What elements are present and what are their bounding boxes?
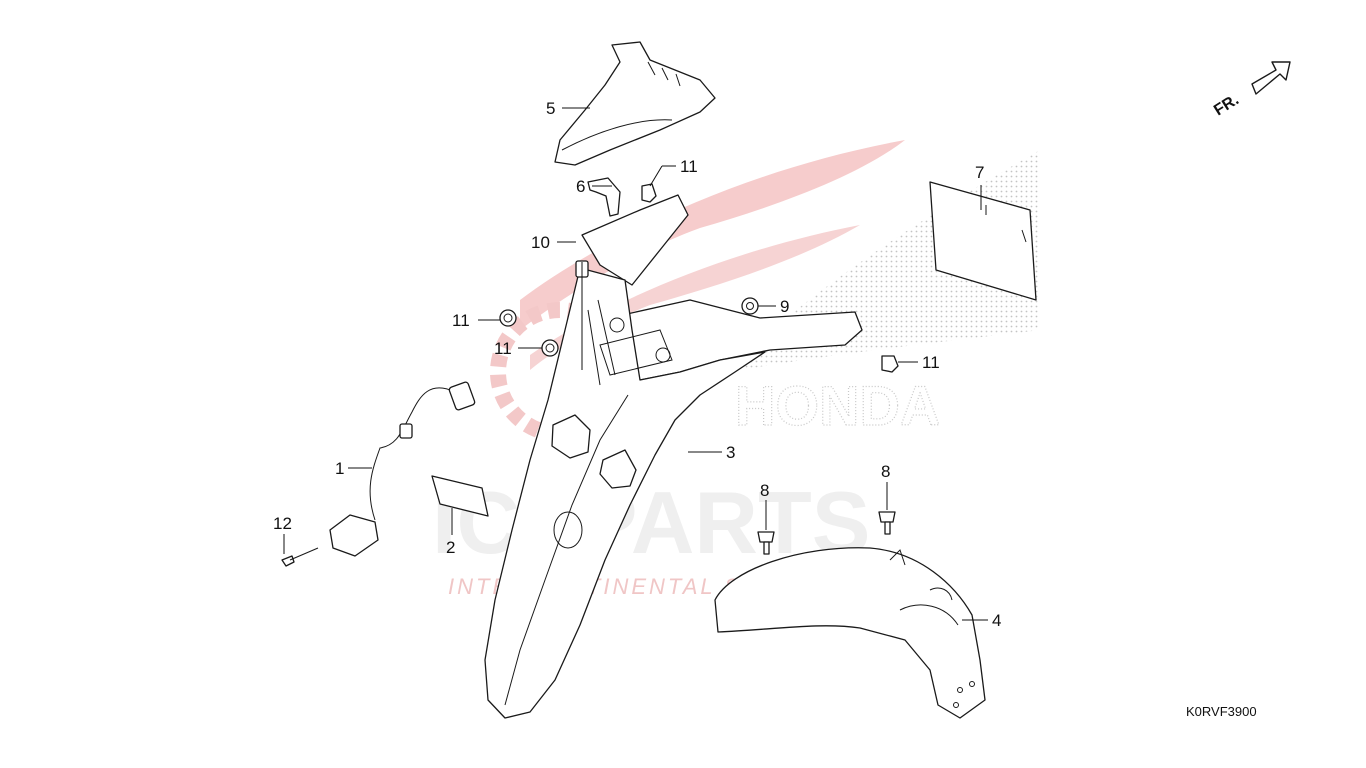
callout-4[interactable]: 4 [992, 611, 1001, 630]
rear-fender [484, 194, 863, 719]
callout-8a[interactable]: 8 [760, 481, 769, 500]
nut-shape [541, 339, 559, 357]
callout-12[interactable]: 12 [273, 514, 292, 533]
rear-fender-cover [554, 41, 716, 166]
watermark-honda: HONDA [735, 374, 940, 437]
screw-shape [281, 555, 295, 567]
license-plate-plate [929, 181, 1037, 301]
callout-11c[interactable]: 11 [494, 339, 512, 358]
callouts: 1 2 3 4 5 6 7 8 8 9 10 11 11 11 11 12 [273, 99, 1001, 630]
nut-shape [881, 355, 899, 373]
watermark-wing-red [520, 140, 905, 330]
rubber-strip [587, 177, 621, 217]
callout-7[interactable]: 7 [975, 163, 984, 182]
callout-3[interactable]: 3 [726, 443, 735, 462]
front-direction-marker: FR. [1211, 61, 1291, 119]
front-direction-label: FR. [1211, 91, 1242, 119]
callout-11a[interactable]: 11 [680, 157, 698, 176]
callout-11d[interactable]: 11 [922, 353, 940, 372]
callout-9[interactable]: 9 [780, 297, 789, 316]
watermark-wing-red-2 [530, 225, 860, 370]
callout-1[interactable]: 1 [335, 459, 344, 478]
callout-10[interactable]: 10 [531, 233, 550, 252]
callout-5[interactable]: 5 [546, 99, 555, 118]
diagram-code: K0RVF3900 [1186, 704, 1257, 719]
nut-shape [641, 183, 657, 203]
nut-shape [499, 309, 517, 327]
arrow-icon [1251, 61, 1291, 95]
bolt-shape [757, 531, 775, 543]
callout-11b[interactable]: 11 [452, 311, 470, 330]
callout-6[interactable]: 6 [576, 177, 585, 196]
bolt-shape [878, 511, 896, 523]
callout-8b[interactable]: 8 [881, 462, 890, 481]
rear-license-light-harness [329, 381, 476, 557]
leader-lines [283, 107, 988, 621]
reflector [431, 475, 489, 517]
rear-mudguard [714, 547, 986, 719]
grommet-shape [741, 297, 759, 315]
callout-2[interactable]: 2 [446, 538, 455, 557]
